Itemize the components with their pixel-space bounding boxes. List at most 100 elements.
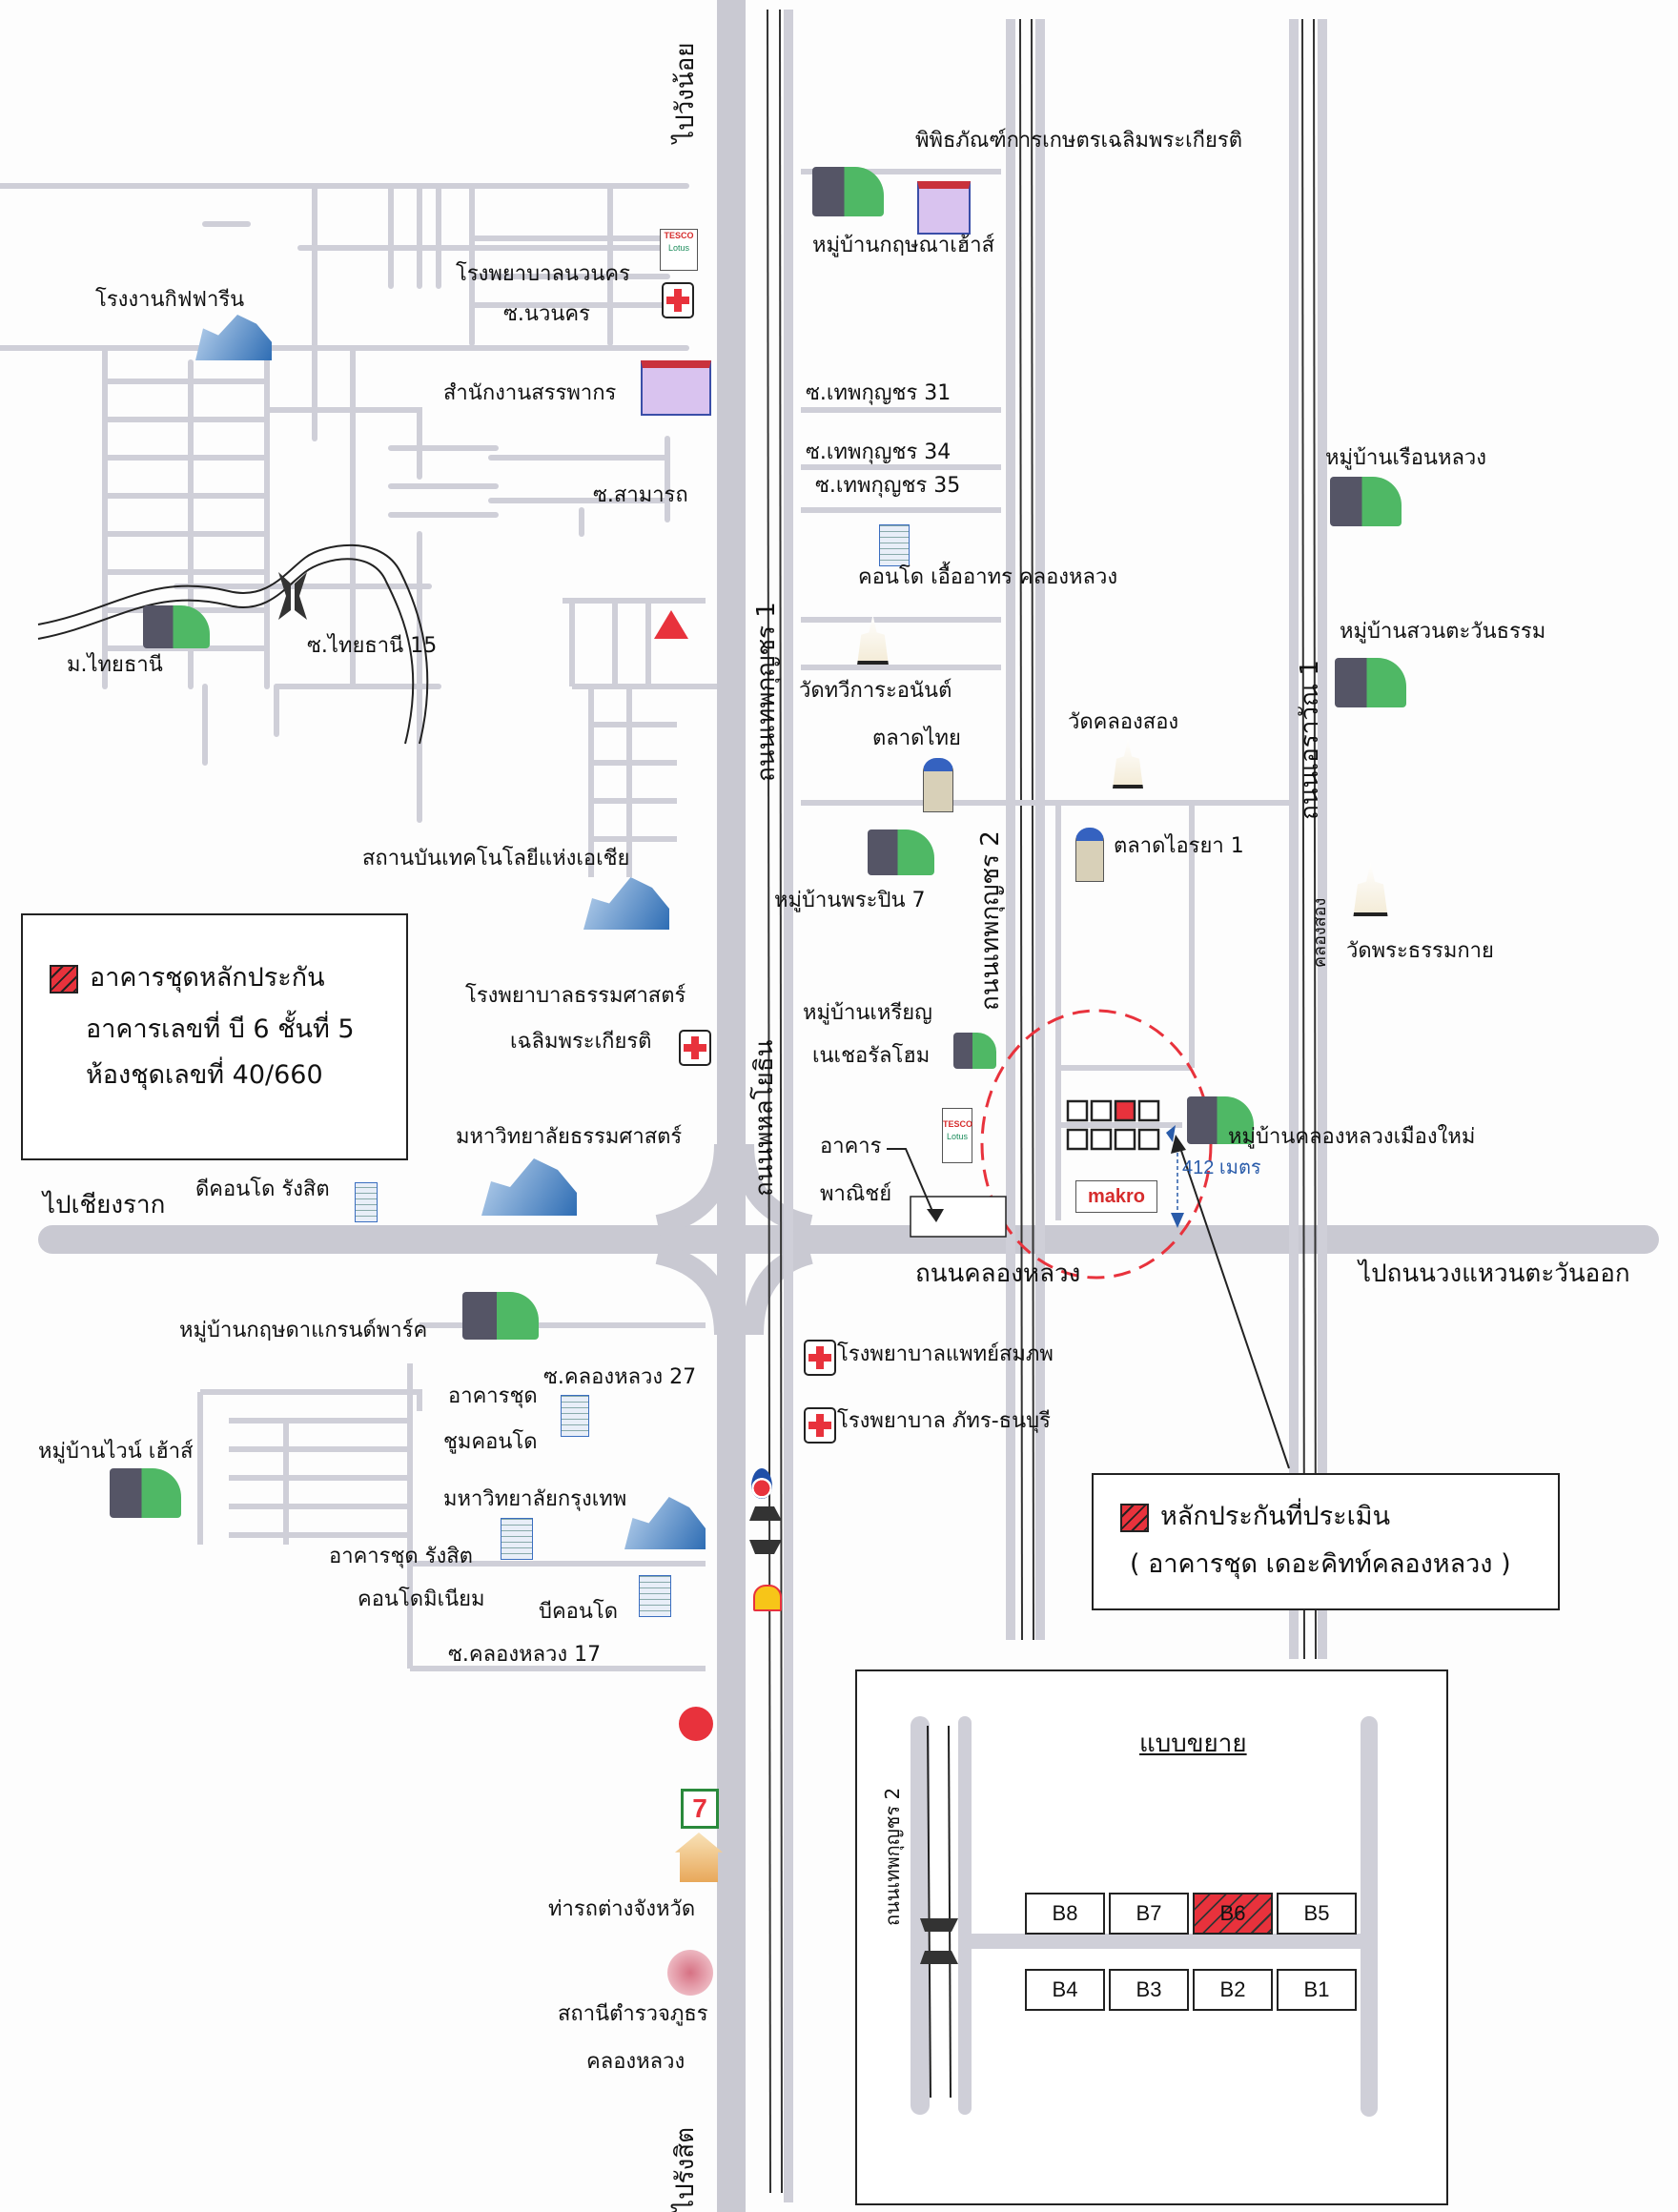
place-ait: สถานบันเทคโนโลยีแห่งเอเชีย — [362, 847, 630, 870]
lotus-text: Lotus — [946, 1132, 969, 1141]
soi-khlong-luang-27: ซ.คลองหลวง 27 — [543, 1365, 697, 1389]
inset-building-b1: B1 — [1277, 1969, 1357, 2011]
tesco-lotus-logo: TESCO Lotus — [942, 1108, 972, 1163]
place-rangsit-condo-1: อาคารชุด รังสิต — [329, 1545, 473, 1568]
collateral-swatch-icon — [50, 964, 78, 993]
legend-building-no: อาคารเลขที่ บี 6 ชั้นที่ 5 — [86, 1014, 355, 1044]
hospital-cross-icon — [804, 1340, 836, 1376]
place-rangsit-condo-2: คอนโดมิเนียม — [358, 1587, 485, 1611]
direction-north: ไปวังน้อย — [671, 42, 700, 144]
soi-thepkunchon-34: ซ.เทพกุญชร 34 — [806, 440, 952, 464]
street-grid-samart — [563, 598, 725, 877]
road-thepkunchon-1 — [784, 10, 793, 2202]
canal-label: คลองสอง — [1310, 897, 1330, 968]
tesco-text: TESCO — [943, 1119, 973, 1129]
interchange — [655, 1143, 814, 1336]
village-icon — [110, 1468, 181, 1518]
soi-thaithani-15: ซ.ไทยธานี 15 — [307, 634, 438, 658]
village-icon — [953, 1033, 996, 1069]
legend-appraised-row: หลักประกันที่ประเมิน — [1120, 1498, 1390, 1535]
lotus-flower-icon — [679, 1707, 713, 1741]
place-kritsana-house: หมู่บ้านกฤษณาเฮ้าส์ — [812, 234, 994, 257]
overpass-icon — [749, 1506, 782, 1554]
direction-east: ไปถนนวงแหวนตะวันออก — [1359, 1260, 1630, 1288]
legend-appraised-title: หลักประกันที่ประเมิน — [1160, 1502, 1391, 1531]
soi-samart: ซ.สามารถ — [593, 483, 688, 507]
museum-building-icon — [917, 181, 971, 235]
canal-line — [779, 9, 783, 2194]
market-icon — [1075, 828, 1104, 882]
soi-thepkunchon-35: ซ.เทพกุญชร 35 — [815, 474, 961, 498]
condo-icon — [561, 1395, 589, 1437]
inset-bridge-icon — [920, 1918, 958, 1932]
appraised-swatch-icon — [1120, 1503, 1149, 1532]
street-grid-northwest — [0, 183, 689, 823]
road-label-erawan-1: ถนนเอราวัณ 1 — [1296, 660, 1324, 820]
direction-south: ไปรังสิต — [671, 2127, 700, 2212]
place-talad-aiya: ตลาดไอรยา 1 — [1114, 834, 1244, 858]
place-police-2: คลองหลวง — [586, 2050, 686, 2074]
government-building-icon — [641, 360, 711, 416]
road-label-thepkunchon-1: ถนนเทพกุญชร 1 — [752, 602, 781, 782]
condo-icon — [639, 1575, 671, 1617]
place-khlongluang-muangmai: หมู่บ้านคลองหลวงเมืองใหม่ — [1228, 1125, 1476, 1149]
place-revenue-office: สำนักงานสรรพากร — [443, 381, 617, 405]
hospital-cross-icon — [662, 282, 694, 318]
place-wat-thawi: วัดทวีการะอนันต์ — [799, 679, 952, 703]
place-bangkok-university: มหาวิทยาลัยกรุงเทพ — [443, 1487, 627, 1511]
place-rian-2: เนเชอรัลโฮม — [812, 1044, 931, 1068]
soi-thepkunchon-31: ซ.เทพกุญชร 31 — [806, 381, 952, 405]
road-erawan-1 — [1289, 19, 1299, 1659]
place-phaet-hospital: โรงพยาบาลแพทย์สมภพ — [837, 1342, 1054, 1366]
distance-arrow-icon — [1171, 1213, 1184, 1228]
inset-road-label: ถนนเทพกุญชร 2 — [881, 1787, 904, 1926]
ptt-gas-station-icon — [751, 1468, 772, 1499]
market-icon — [923, 758, 953, 812]
place-zoom-condo-2: ชูมคอนโด — [443, 1430, 538, 1454]
place-wine-house: หมู่บ้านไวน์ เฮ้าส์ — [38, 1440, 194, 1464]
place-ruean-luang: หมู่บ้านเรือนหลวง — [1325, 446, 1487, 470]
inset-building-b4: B4 — [1025, 1969, 1105, 2011]
inset-building-b2: B2 — [1193, 1969, 1273, 2011]
condo-icon — [355, 1182, 378, 1222]
place-commercial-1: อาคาร — [820, 1135, 882, 1158]
site-blocks — [1066, 1099, 1160, 1151]
place-bcondo: บีคอนโด — [539, 1600, 619, 1624]
lotus-text: Lotus — [667, 243, 690, 253]
canal-line — [767, 9, 771, 2194]
road-phahonyothin — [717, 0, 746, 2212]
place-rian-1: หมู่บ้านเหรียญ — [803, 1001, 932, 1025]
tesco-text: TESCO — [664, 231, 694, 240]
street-grid-east — [801, 169, 1297, 1220]
place-praphin-7: หมู่บ้านพระปิน 7 — [774, 889, 926, 912]
village-icon — [812, 167, 884, 216]
condo-icon — [879, 524, 910, 566]
legend-appraised-project: ( อาคารชุด เดอะคิทท์คลองหลวง ) — [1130, 1549, 1511, 1579]
place-thammasat-university: มหาวิทยาลัยธรรมศาสตร์ — [456, 1125, 683, 1149]
seven-eleven-logo: 7 — [681, 1789, 719, 1829]
legend-appraised: หลักประกันที่ประเมิน ( อาคารชุด เดอะคิทท… — [1092, 1473, 1560, 1610]
place-talad-thai: ตลาดไทย — [872, 727, 961, 750]
legend-room-no: ห้องชุดเลขที่ 40/660 — [86, 1060, 323, 1090]
inset-building-b7: B7 — [1109, 1893, 1189, 1935]
village-icon — [462, 1292, 539, 1340]
place-dcondo: ดีคอนโด รังสิต — [195, 1178, 330, 1201]
pointer-arrow-icon — [1171, 1135, 1186, 1154]
hospital-cross-icon — [679, 1030, 711, 1066]
place-zoom-condo-1: อาคารชุด — [448, 1384, 538, 1408]
condo-icon — [501, 1518, 533, 1560]
place-thaithani-village: ม.ไทยธานี — [67, 653, 163, 677]
village-icon — [143, 605, 210, 648]
tesco-lotus-logo: TESCO Lotus — [660, 229, 698, 271]
road-label-thepkunchon-2: ถนนเทพกุญชร 2 — [976, 830, 1005, 1011]
police-badge-icon — [667, 1950, 713, 1996]
place-bus-terminal: ท่ารถต่างจังหวัด — [548, 1897, 696, 1921]
distance-label: 412 เมตร — [1182, 1157, 1261, 1178]
mitsubishi-logo — [654, 610, 688, 639]
village-icon — [1330, 477, 1402, 526]
legend-row-1: อาคารชุดหลักประกัน — [50, 959, 325, 996]
road-thepkunchon-2 — [1006, 19, 1015, 1640]
legend-collateral: อาคารชุดหลักประกัน อาคารเลขที่ บี 6 ชั้น… — [21, 913, 408, 1160]
place-police-1: สถานีตำรวจภูธร — [558, 2002, 708, 2026]
